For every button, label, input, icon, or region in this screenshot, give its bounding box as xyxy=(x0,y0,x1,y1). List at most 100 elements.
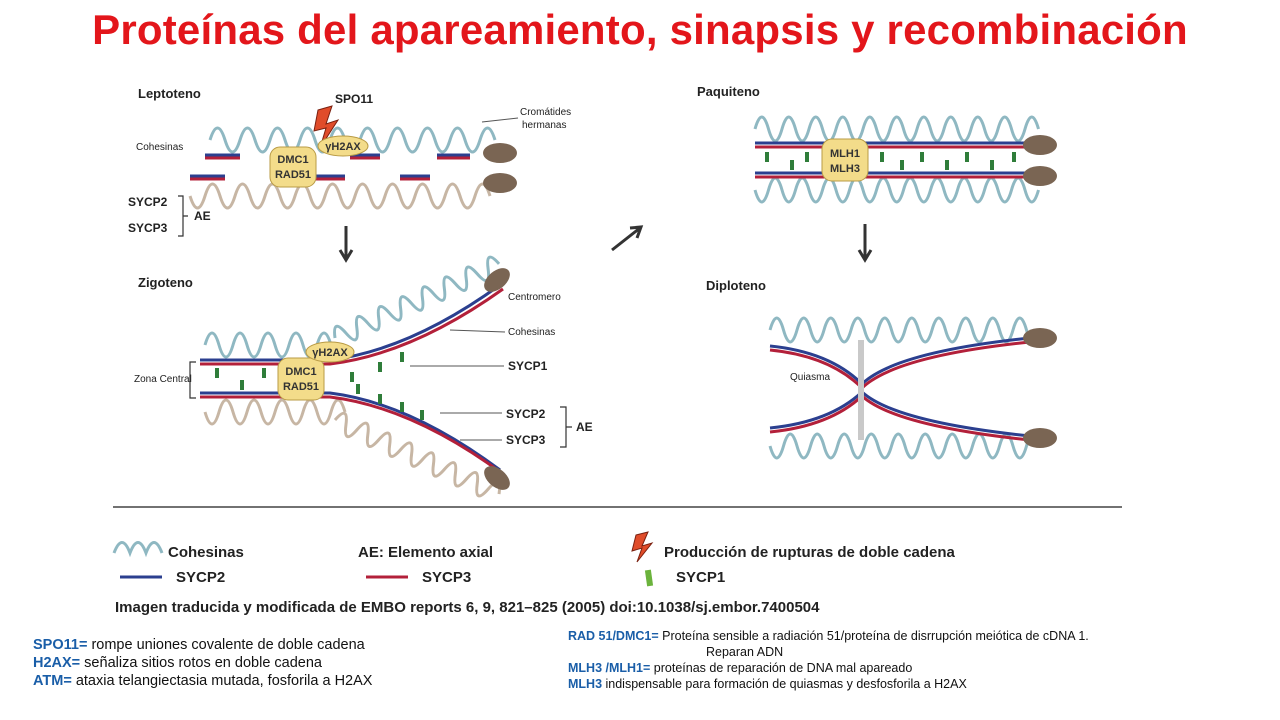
sycp3-axis xyxy=(200,395,504,476)
lightning-legend-icon xyxy=(631,531,654,563)
label-rad51: RAD51 xyxy=(283,381,319,393)
centromere xyxy=(1023,166,1057,186)
sycp1-legend-icon xyxy=(644,569,654,587)
note-spo11: SPO11= rompe uniones covalente de doble … xyxy=(33,637,365,653)
chromatid-wave xyxy=(188,182,492,210)
source-citation: Imagen traducida y modificada de EMBO re… xyxy=(115,599,820,616)
sycp1-filament xyxy=(945,160,949,170)
label-sycp1: SYCP1 xyxy=(508,359,548,373)
sycp1-filament xyxy=(990,160,994,170)
centromere xyxy=(483,143,517,163)
label-yh2ax: γH2AX xyxy=(312,347,348,359)
chromatid-wave xyxy=(333,411,501,498)
legend-sycp1: SYCP1 xyxy=(676,569,725,586)
leptoteno-lower-chromatid xyxy=(188,182,492,210)
sycp1-filament xyxy=(880,152,884,162)
sycp1-filament xyxy=(240,380,244,390)
label-sycp2: SYCP2 xyxy=(506,407,546,421)
ae-bracket xyxy=(560,406,572,448)
legend-cohesinas: Cohesinas xyxy=(168,544,244,561)
protein-mlh1-mlh3 xyxy=(821,138,869,182)
label-centromero: Centromero xyxy=(508,292,561,303)
sycp2-axis xyxy=(769,389,1031,438)
sycp1-filament xyxy=(400,402,404,412)
protein-yh2ax xyxy=(317,135,369,157)
sycp1-filament xyxy=(965,152,969,162)
cohesin-legend-icon xyxy=(112,541,164,558)
leader-line xyxy=(481,117,519,123)
leader-line xyxy=(449,329,506,333)
sycp1-filament xyxy=(920,152,924,162)
arrow-diagonal-icon xyxy=(611,225,644,252)
stage-zigoteno: Zigoteno xyxy=(138,275,193,290)
cohesin-wave xyxy=(753,176,1040,204)
notes-right: RAD 51/DMC1= Proteína sensible a radiaci… xyxy=(568,628,1089,692)
notes-left: SPO11= rompe uniones covalente de doble … xyxy=(33,636,372,690)
sycp1-filament xyxy=(356,384,360,394)
cohesin-wave xyxy=(333,255,501,342)
label-mlh3: MLH3 xyxy=(830,163,860,175)
sycp3-axis xyxy=(769,340,1031,391)
cohesin-wave xyxy=(203,331,347,359)
protein-yh2ax xyxy=(305,341,355,363)
note-atm: ATM= ataxia telangiectasia mutada, fosfo… xyxy=(33,673,373,689)
label-ae: AE xyxy=(576,420,593,434)
centromere xyxy=(1023,328,1057,348)
label-dmc1: DMC1 xyxy=(285,366,316,378)
protein-dmc1-rad51 xyxy=(269,146,317,188)
label-sycp3: SYCP3 xyxy=(506,433,546,447)
note-mlh3: MLH3 indispensable para formación de qui… xyxy=(568,677,967,691)
legend-sycp2: SYCP2 xyxy=(176,569,225,586)
legend-ae: AE: Elemento axial xyxy=(358,544,493,561)
label-sycp3: SYCP3 xyxy=(128,221,168,235)
zona-bracket xyxy=(189,361,196,399)
ae-bracket xyxy=(178,195,188,237)
arrow-down-icon xyxy=(857,224,873,263)
centromere xyxy=(1023,428,1057,448)
leptoteno-axial-segments xyxy=(190,153,470,181)
legend-sycp3: SYCP3 xyxy=(422,569,471,586)
note-h2ax: H2AX= señaliza sitios rotos en doble cad… xyxy=(33,655,322,671)
cohesin-wave xyxy=(768,432,1042,460)
legend-rupturas: Producción de rupturas de doble cadena xyxy=(664,544,956,561)
label-ae: AE xyxy=(194,209,211,223)
sycp2-axis xyxy=(769,336,1031,387)
cohesin-wave xyxy=(768,316,1042,344)
sycp1-filament xyxy=(420,410,424,420)
stage-diploteno: Diploteno xyxy=(706,278,766,293)
label-mlh1: MLH1 xyxy=(830,148,860,160)
sycp3-axis xyxy=(769,393,1031,442)
centromere xyxy=(484,466,510,490)
sycp1-filament xyxy=(350,372,354,382)
label-sycp2: SYCP2 xyxy=(128,195,168,209)
note-mlh: MLH3 /MLH1= proteínas de reparación de D… xyxy=(568,661,913,675)
sycp3-axis xyxy=(200,287,504,366)
protein-dmc1-rad51 xyxy=(277,357,325,401)
label-cromatides: Cromátides xyxy=(520,107,571,118)
label-spo11: SPO11 xyxy=(335,92,373,106)
arrow-down-icon xyxy=(338,226,354,263)
chromatid-wave xyxy=(203,398,347,426)
sycp1-filaments xyxy=(765,152,1016,170)
centromere xyxy=(1023,135,1057,155)
sycp1-filament xyxy=(765,152,769,162)
note-rad51: RAD 51/DMC1= Proteína sensible a radiaci… xyxy=(568,629,1089,643)
label-zona-central: Zona Central xyxy=(134,374,192,385)
page-title: Proteínas del apareamiento, sinapsis y r… xyxy=(92,6,1188,53)
stage-leptoteno: Leptoteno xyxy=(138,86,201,101)
sycp1-filament xyxy=(262,368,266,378)
sycp1-filaments xyxy=(215,352,424,420)
sycp1-filament xyxy=(378,394,382,404)
label-hermanas: hermanas xyxy=(522,120,566,131)
sycp1-filament xyxy=(378,362,382,372)
chiasma xyxy=(858,340,864,440)
sycp1-filament xyxy=(215,368,219,378)
sycp1-filament xyxy=(1012,152,1016,162)
label-quiasma: Quiasma xyxy=(790,372,830,383)
label-rad51: RAD51 xyxy=(275,169,311,181)
centromere xyxy=(484,268,510,292)
sycp1-filament xyxy=(790,160,794,170)
stage-paquiteno: Paquiteno xyxy=(697,84,760,99)
cohesin-wave xyxy=(753,115,1040,143)
